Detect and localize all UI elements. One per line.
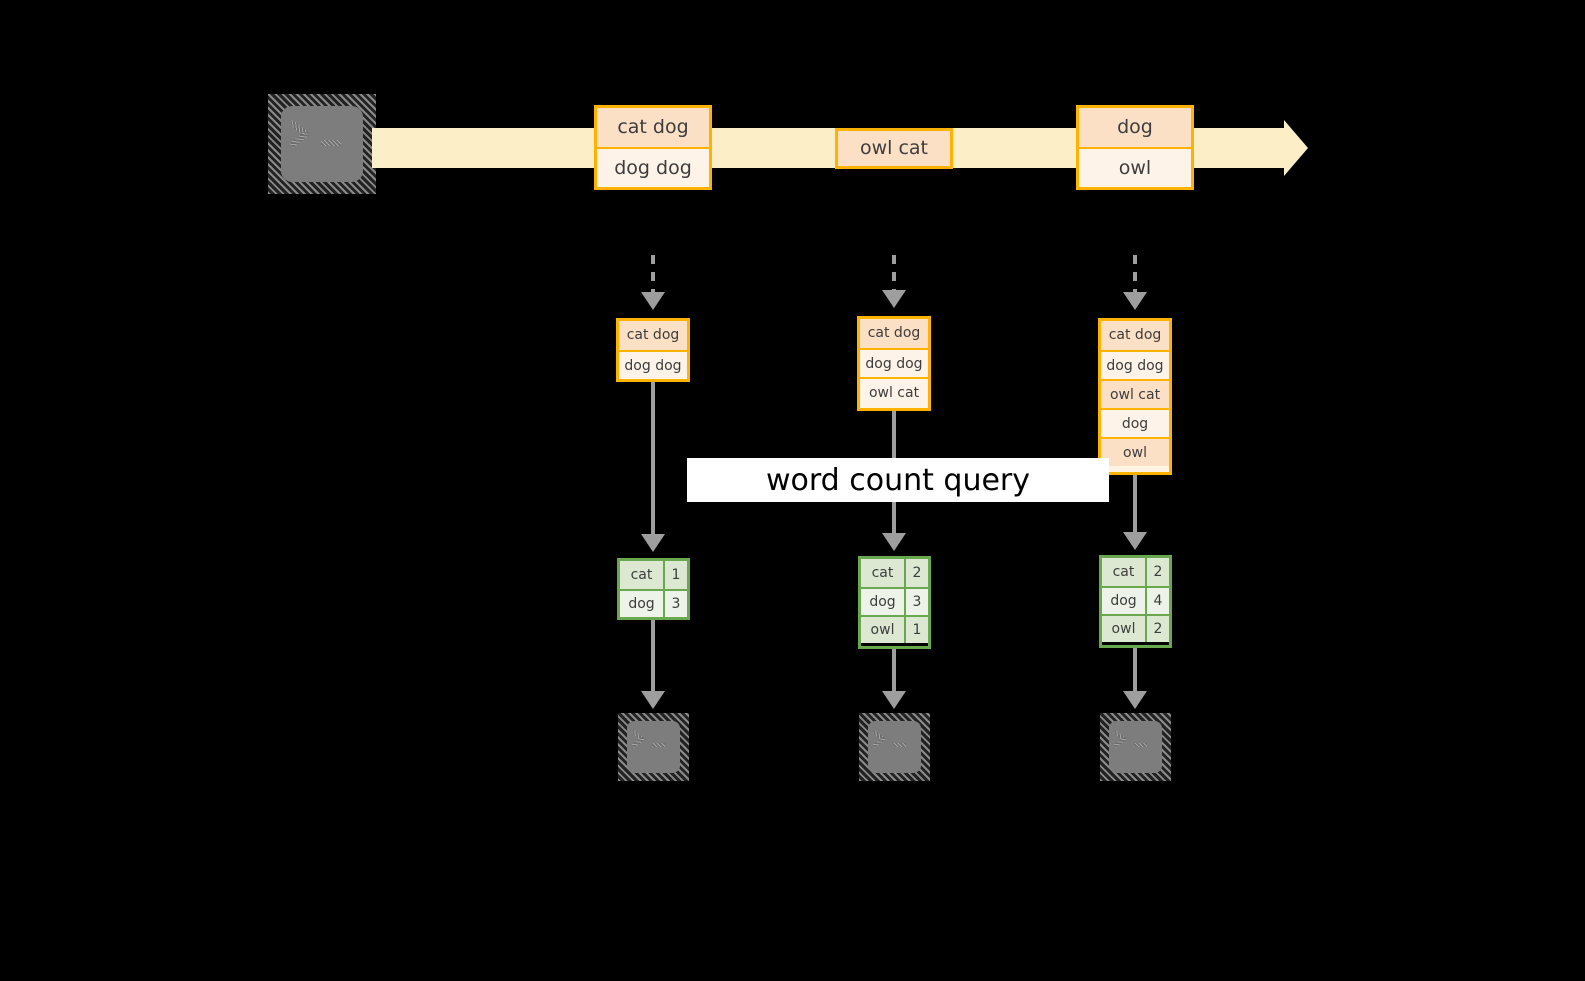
- result-word: owl: [1102, 616, 1147, 642]
- terminal-cursor-bar: [1134, 743, 1148, 748]
- snapshot-1-sink-terminal-icon: [618, 713, 689, 781]
- snapshot-3-input-line-5: owl: [1101, 437, 1169, 466]
- snapshot-2-input-line-3: owl cat: [860, 377, 928, 406]
- result-count: 4: [1153, 593, 1163, 609]
- snapshot-3-query-line: [1133, 475, 1137, 535]
- terminal-cursor-bar: [893, 743, 907, 748]
- snapshot-2-input-line-2: dog dog: [860, 348, 928, 377]
- snapshot-2-query-arrowhead: [882, 533, 906, 551]
- snapshot-3-sink-arrowhead: [1123, 691, 1147, 709]
- stream-event-1: cat dog dog dog: [594, 105, 712, 190]
- snapshot-2-sink-arrowhead: [882, 691, 906, 709]
- snapshot-2-sink-line: [892, 649, 896, 694]
- snapshot-3-sink-line: [1133, 648, 1137, 694]
- snapshot-3-input-line-3: owl cat: [1101, 379, 1169, 408]
- snapshot-3-sink-terminal-icon: [1100, 713, 1171, 781]
- snapshot-1-input: cat dog dog dog: [616, 318, 690, 382]
- terminal-chevron-lower: [872, 737, 886, 749]
- snapshot-1-input-line-1: cat dog: [619, 321, 687, 350]
- snapshot-2-sink-terminal-icon: [859, 713, 930, 781]
- snapshot-1-input-line-2: dog dog: [619, 350, 687, 379]
- snapshot-2-result-table: cat 2 dog 3 owl 1: [858, 556, 931, 649]
- snapshot-2-intake-arrowhead: [882, 290, 906, 308]
- table-row: dog 3: [620, 589, 687, 617]
- snapshot-3-input-line-2: dog dog: [1101, 350, 1169, 379]
- result-word: cat: [861, 559, 906, 587]
- snapshot-3-input: cat dog dog dog owl cat dog owl: [1098, 318, 1172, 475]
- table-row: owl 1: [861, 615, 928, 643]
- snapshot-3-intake-arrowhead: [1123, 292, 1147, 310]
- snapshot-1-sink-line: [651, 620, 655, 694]
- snapshot-3-input-line-1: cat dog: [1101, 321, 1169, 350]
- snapshot-1-query-arrowhead: [641, 534, 665, 552]
- snapshot-2-intake-dash: [892, 255, 896, 293]
- terminal-chevron-lower: [289, 130, 310, 148]
- snapshot-1-intake-dash: [651, 255, 655, 295]
- result-count: 3: [912, 594, 922, 610]
- table-row: dog 3: [861, 587, 928, 615]
- result-word: dog: [861, 589, 906, 615]
- stream-arrowhead: [1284, 120, 1308, 176]
- result-count: 2: [912, 565, 922, 581]
- snapshot-3-result-table: cat 2 dog 4 owl 2: [1099, 555, 1172, 648]
- stream-event-1-line-1: cat dog: [597, 108, 709, 147]
- stream-event-1-line-2: dog dog: [597, 147, 709, 185]
- snapshot-1-intake-arrowhead: [641, 292, 665, 310]
- table-row: dog 4: [1102, 586, 1169, 614]
- result-count: 2: [1153, 621, 1163, 637]
- terminal-cursor-bar: [321, 140, 342, 146]
- snapshot-3-intake-dash: [1133, 255, 1137, 295]
- terminal-prompt: [285, 112, 358, 152]
- terminal-prompt: [870, 725, 918, 752]
- result-count: 1: [912, 622, 922, 638]
- stream-event-2-line-1: owl cat: [838, 131, 950, 166]
- snapshot-1-sink-arrowhead: [641, 691, 665, 709]
- snapshot-3-query-arrowhead: [1123, 532, 1147, 550]
- result-count: 1: [671, 567, 681, 583]
- snapshot-3-input-line-4: dog: [1101, 408, 1169, 437]
- terminal-prompt: [1111, 725, 1159, 752]
- snapshot-1-result-table: cat 1 dog 3: [617, 558, 690, 620]
- word-count-query-banner: word count query: [687, 458, 1109, 502]
- stream-event-3-line-2: owl: [1079, 147, 1191, 185]
- table-row: cat 2: [1102, 558, 1169, 586]
- result-word: dog: [620, 591, 665, 617]
- result-word: owl: [861, 617, 906, 643]
- snapshot-1-query-line: [651, 382, 655, 537]
- terminal-prompt: [629, 725, 677, 752]
- stream-event-3-line-1: dog: [1079, 108, 1191, 147]
- table-row: cat 1: [620, 561, 687, 589]
- terminal-chevron-lower: [631, 737, 645, 749]
- terminal-cursor-bar: [652, 743, 666, 748]
- result-count: 2: [1153, 564, 1163, 580]
- terminal-chevron-lower: [1113, 737, 1127, 749]
- result-word: cat: [1102, 558, 1147, 586]
- snapshot-2-input: cat dog dog dog owl cat: [857, 316, 931, 411]
- result-word: cat: [620, 561, 665, 589]
- source-terminal-icon: [268, 94, 376, 194]
- table-row: owl 2: [1102, 614, 1169, 642]
- stream-event-3: dog owl: [1076, 105, 1194, 190]
- result-count: 3: [671, 596, 681, 612]
- result-word: dog: [1102, 588, 1147, 614]
- stream-event-2: owl cat: [835, 128, 953, 169]
- snapshot-2-input-line-1: cat dog: [860, 319, 928, 348]
- word-count-query-label: word count query: [765, 462, 1031, 498]
- table-row: cat 2: [861, 559, 928, 587]
